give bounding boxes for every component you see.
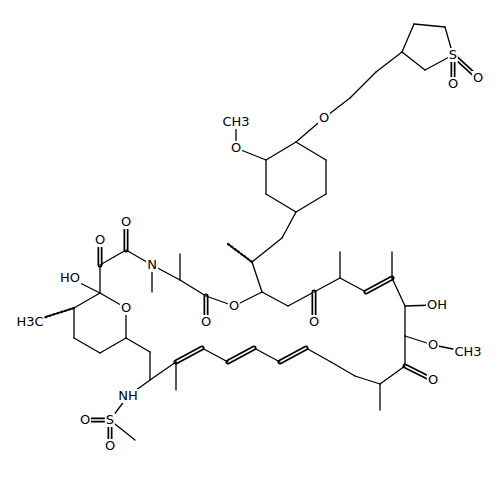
atom-label: CH3 bbox=[221, 115, 250, 129]
atom-label: O bbox=[318, 111, 330, 125]
atom-label: NH bbox=[117, 389, 139, 403]
atom-label: O bbox=[120, 215, 132, 229]
atom-label: S bbox=[448, 48, 458, 62]
atom-label: O bbox=[427, 373, 439, 387]
atom-label: O bbox=[79, 413, 91, 427]
atom-label: O bbox=[427, 338, 439, 352]
atom-label: O bbox=[308, 315, 320, 329]
atom-label: O bbox=[447, 77, 459, 91]
atom-label: HO bbox=[59, 271, 81, 285]
atom-label: O bbox=[104, 439, 116, 453]
atom-label: CH3 bbox=[453, 345, 482, 359]
atom-label: H3C bbox=[15, 315, 44, 329]
atom-label: S bbox=[105, 413, 115, 427]
atom-label: O bbox=[230, 141, 242, 155]
atom-label: O bbox=[228, 299, 240, 313]
atom-label: N bbox=[146, 258, 158, 272]
atom-label: O bbox=[94, 233, 106, 247]
atom-label: O bbox=[200, 315, 212, 329]
atom-label: O bbox=[472, 71, 484, 85]
atom-label: OH bbox=[426, 298, 448, 312]
atom-label: O bbox=[120, 301, 132, 315]
